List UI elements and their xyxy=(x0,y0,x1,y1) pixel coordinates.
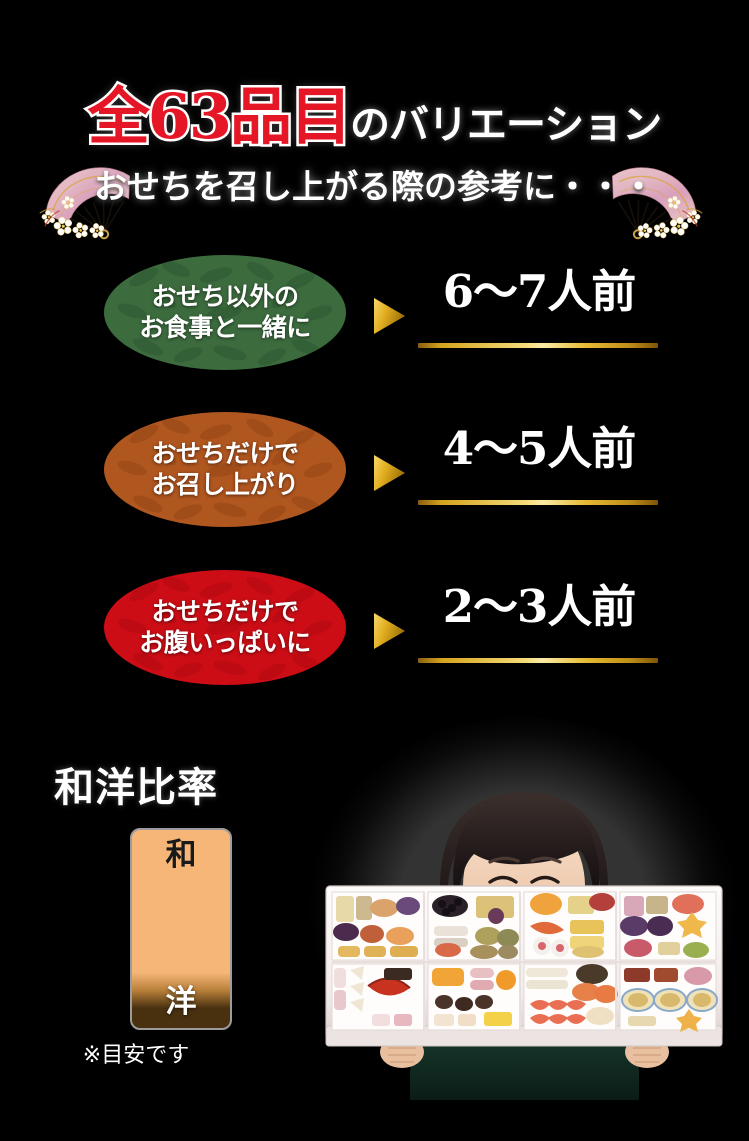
condition-line1: おせちだけで xyxy=(151,597,299,626)
japanese-fan-icon-right xyxy=(588,142,720,246)
serving-row: おせちだけで お召し上がり 4～5人前 xyxy=(0,412,749,532)
gold-rule-0 xyxy=(418,343,658,348)
condition-line2: お食事と一緒に xyxy=(139,312,311,342)
condition-bubble-1: おせちだけで お召し上がり xyxy=(104,412,346,527)
page-subtitle: おせちを召し上がる際の参考に・・・ xyxy=(94,167,655,206)
leaf-pattern-icon xyxy=(117,418,333,523)
condition-label-2: おせちだけで お腹いっぱいに xyxy=(139,597,311,658)
condition-label-0: おせち以外の お食事と一緒に xyxy=(139,282,311,343)
serving-amount-wrap-2: 2～3人前 xyxy=(418,582,660,632)
condition-line1: おせち以外の xyxy=(151,282,299,311)
condition-line1: おせちだけで xyxy=(151,439,299,468)
serving-row: おせち以外の お食事と一緒に 6～7人前 xyxy=(0,255,749,375)
serving-amount-2: 2～3人前 xyxy=(442,580,637,633)
leaf-pattern-icon xyxy=(117,576,333,681)
page-title-suffix: のバリエーション xyxy=(350,101,662,148)
ratio-panel: 和洋比率 和 洋 ※目安です xyxy=(0,745,310,1085)
japanese-fan-icon-left xyxy=(22,142,154,246)
serving-amount-1: 4～5人前 xyxy=(442,422,637,475)
gold-rule-2 xyxy=(418,658,658,663)
condition-bubble-2: おせちだけで お腹いっぱいに xyxy=(104,570,346,685)
condition-line2: お召し上がり xyxy=(151,469,299,499)
condition-line2: お腹いっぱいに xyxy=(139,627,311,657)
osechi-tray-icon xyxy=(325,885,723,1047)
page-title: 全63品目のバリエーション xyxy=(0,83,749,150)
ratio-note: ※目安です xyxy=(82,1043,190,1068)
serving-amount-wrap-0: 6～7人前 xyxy=(418,267,660,317)
header-section: 全63品目のバリエーション おせちを召し上がる際の参考に・・・ xyxy=(0,0,749,250)
osechi-photo xyxy=(298,700,749,1141)
leaf-pattern-icon xyxy=(117,261,333,366)
page-title-count: 全63品目 xyxy=(85,80,354,153)
ratio-segment-japanese-label: 和 xyxy=(165,837,197,873)
condition-label-1: おせちだけで お召し上がり xyxy=(151,439,299,500)
servings-list: おせち以外の お食事と一緒に 6～7人前 xyxy=(0,250,749,710)
ratio-bar-chart: 和 洋 xyxy=(130,828,232,1030)
ratio-title: 和洋比率 xyxy=(54,764,218,811)
serving-row: おせちだけで お腹いっぱいに 2～3人前 xyxy=(0,570,749,690)
gold-rule-1 xyxy=(418,500,658,505)
condition-bubble-0: おせち以外の お食事と一緒に xyxy=(104,255,346,370)
serving-amount-0: 6～7人前 xyxy=(442,265,637,318)
serving-amount-wrap-1: 4～5人前 xyxy=(418,424,660,474)
ratio-segment-western-label: 洋 xyxy=(165,984,197,1020)
